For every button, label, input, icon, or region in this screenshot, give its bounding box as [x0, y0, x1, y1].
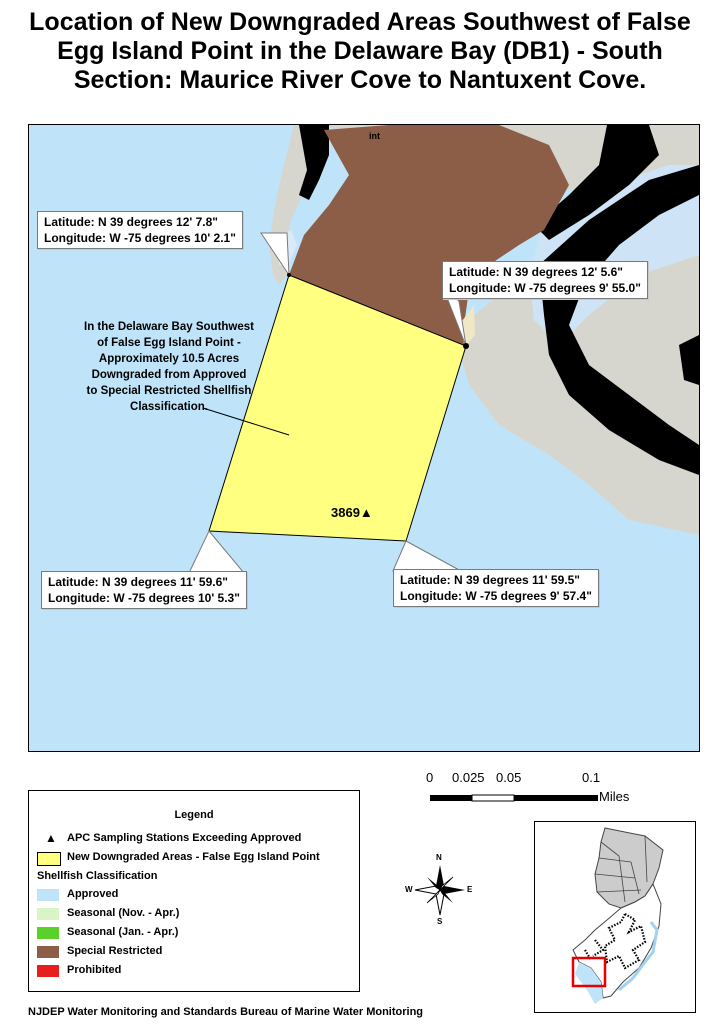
legend-swatch-seasonal-nov: [37, 908, 59, 920]
legend-special-restricted-label: Special Restricted: [67, 945, 163, 957]
callout-pointer-nw: [260, 232, 290, 277]
callout-se-lon: Longitude: W -75 degrees 9' 57.4": [400, 589, 592, 603]
scale-tick-01: 0.1: [582, 770, 601, 785]
marsh-channel-1: [299, 125, 329, 200]
callout-nw-lon: Longitude: W -75 degrees 10' 2.1": [44, 231, 236, 245]
marsh-channel-3: [539, 165, 699, 475]
compass-rose-icon: N S W E: [405, 853, 475, 926]
legend-seasonal-jan-label: Seasonal (Jan. - Apr.): [67, 926, 179, 938]
legend-station-label: APC Sampling Stations Exceeding Approved: [67, 832, 302, 844]
callout-pointer-sw: [188, 530, 246, 574]
legend-classification-heading: Shellfish Classification: [37, 870, 158, 882]
legend-swatch-approved: [37, 889, 59, 901]
note-line: to Special Restricted Shellfish: [86, 385, 252, 397]
note-line: Downgraded from Approved: [91, 369, 247, 381]
title-line-3: Section: Maurice River Cove to Nantuxent…: [73, 66, 647, 94]
callout-se-lat: Latitude: N 39 degrees 11' 59.5": [400, 573, 580, 587]
scale-units: Miles: [599, 789, 630, 804]
note-line: In the Delaware Bay Southwest: [84, 321, 254, 333]
main-map[interactable]: int Latitude: N 39 degrees 12' 7.8" Long…: [28, 124, 700, 752]
callout-pointer-se: [392, 540, 462, 572]
legend-downgraded-label: New Downgraded Areas - False Egg Island …: [67, 851, 320, 863]
scale-tick-0: 0: [426, 770, 434, 785]
compass-e: E: [467, 885, 473, 894]
note-line: Approximately 10.5 Acres: [98, 353, 240, 365]
legend-prohibited-label: Prohibited: [67, 964, 122, 976]
callout-ne-lon: Longitude: W -75 degrees 9' 55.0": [449, 281, 641, 295]
note-line: of False Egg Island Point -: [97, 337, 241, 349]
vertex-marker: [287, 273, 291, 277]
station-number: 3869: [331, 505, 360, 520]
special-restricted-zone: [289, 125, 569, 347]
legend-approved-label: Approved: [67, 888, 119, 900]
callout-ne-lat: Latitude: N 39 degrees 12' 5.6": [449, 265, 623, 279]
compass-n: N: [436, 853, 442, 862]
scale-bar: 0 0.025 0.05 0.1 Miles: [410, 770, 670, 810]
legend-swatch-downgraded: [37, 852, 61, 866]
callout-sw-lat: Latitude: N 39 degrees 11' 59.6": [48, 575, 228, 589]
marsh-channel-4: [679, 335, 699, 385]
legend-swatch-prohibited: [37, 965, 59, 977]
callout-southwest: Latitude: N 39 degrees 11' 59.6" Longitu…: [41, 571, 247, 609]
legend-seasonal-nov-label: Seasonal (Nov. - Apr.): [67, 907, 180, 919]
inset-map-graphic: [571, 827, 664, 1004]
scale-bar-graphic: [430, 794, 598, 802]
title-line-2: Egg Island Point in the Delaware Bay (DB…: [57, 37, 663, 65]
callout-nw-lat: Latitude: N 39 degrees 12' 7.8": [44, 215, 218, 229]
footer-credit: NJDEP Water Monitoring and Standards Bur…: [28, 1006, 424, 1018]
callout-sw-lon: Longitude: W -75 degrees 10' 5.3": [48, 591, 240, 605]
compass-graphic: [414, 865, 465, 916]
legend-swatch-special-restricted: [37, 946, 59, 958]
compass-w: W: [405, 885, 413, 894]
compass-s: S: [437, 917, 443, 926]
scale-tick-0025: 0.025: [452, 770, 485, 785]
sampling-station-3869[interactable]: 3869▲: [331, 505, 373, 520]
note-line: Classification.: [130, 401, 208, 413]
triangle-station-icon: ▲: [359, 505, 373, 520]
callout-northeast: Latitude: N 39 degrees 12' 5.6" Longitud…: [442, 261, 648, 299]
legend: Legend ▲ APC Sampling Stations Exceeding…: [28, 790, 360, 992]
map-canvas: [188, 125, 699, 574]
map-title: Location of New Downgraded Areas Southwe…: [0, 8, 720, 95]
place-label-fragment: int: [369, 131, 380, 141]
note-leader-line: [202, 407, 290, 436]
marsh-channel-2: [534, 125, 659, 240]
scale-tick-005: 0.05: [496, 770, 522, 785]
vertex-marker: [463, 343, 469, 349]
legend-title: Legend: [174, 809, 214, 821]
downgrade-note: In the Delaware Bay Southwest of False E…: [35, 319, 303, 415]
inset-map-new-jersey[interactable]: [534, 821, 696, 1013]
triangle-station-icon: ▲: [45, 831, 57, 845]
title-line-1: Location of New Downgraded Areas Southwe…: [29, 8, 691, 36]
callout-southeast: Latitude: N 39 degrees 11' 59.5" Longitu…: [393, 569, 599, 607]
callout-northwest: Latitude: N 39 degrees 12' 7.8" Longitud…: [37, 211, 243, 249]
legend-swatch-seasonal-jan: [37, 927, 59, 939]
